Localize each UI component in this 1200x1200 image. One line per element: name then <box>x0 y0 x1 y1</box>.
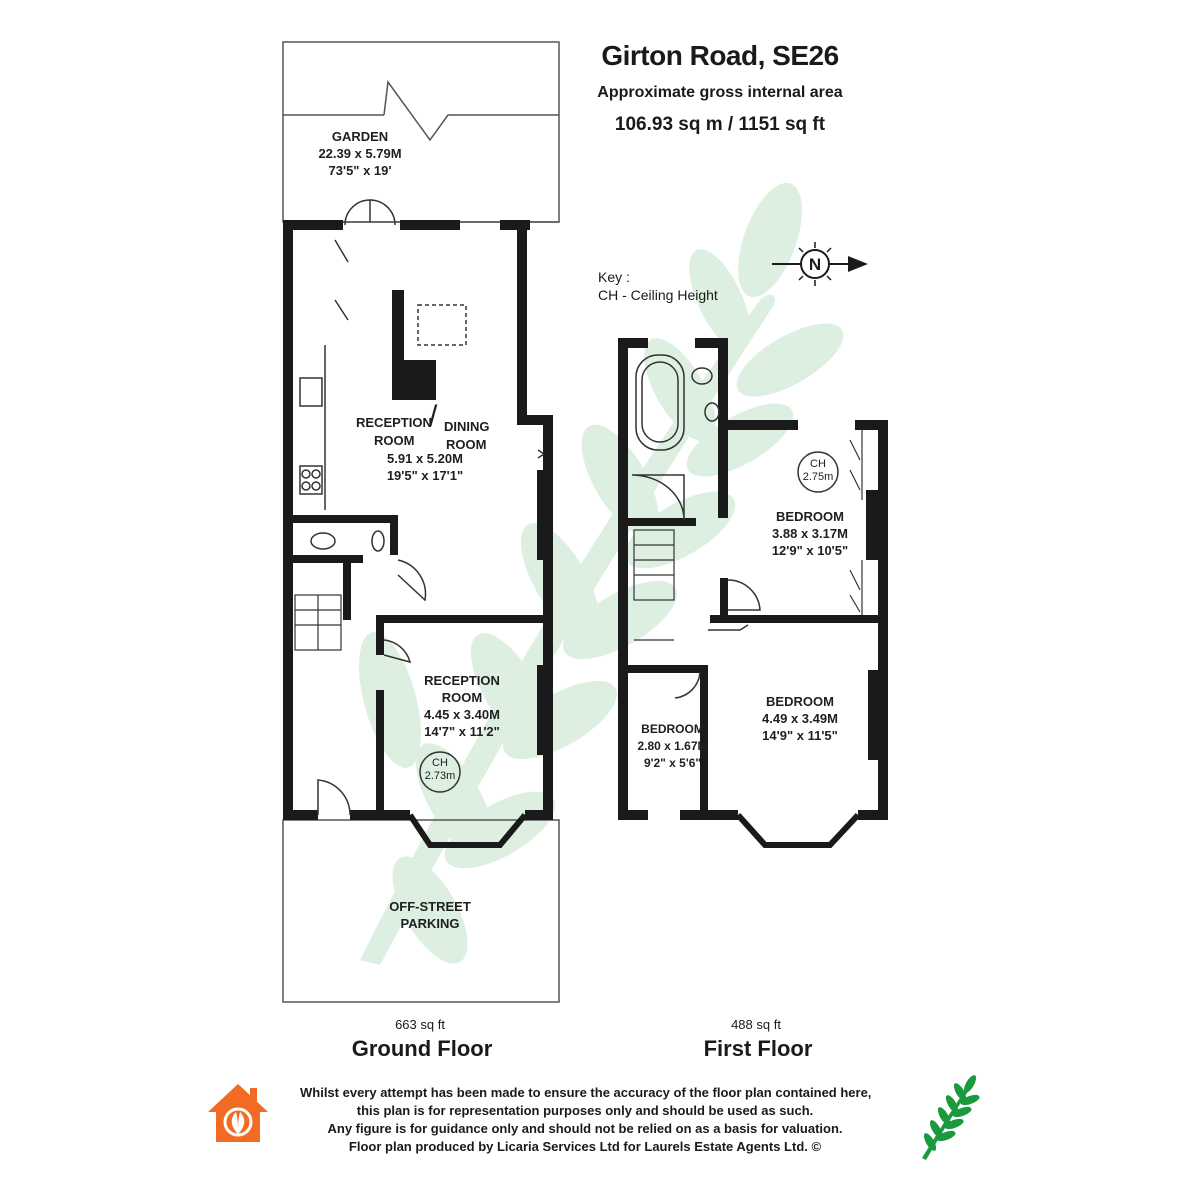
key-title: Key : <box>598 269 630 285</box>
bedroom-small-imperial: 9'2" x 5'6" <box>643 756 702 770</box>
rd-slash: / <box>429 400 438 433</box>
bedroom-front-label: BEDROOM 4.49 x 3.49M 14'9" x 11'5" <box>740 693 860 744</box>
disclaimer-line-1: Whilst every attempt has been made to en… <box>300 1085 872 1100</box>
kitchen-fixtures <box>299 199 467 510</box>
rd-imperial: 19'5" x 17'1" <box>386 468 464 483</box>
ground-stairs <box>294 594 342 651</box>
reception-label: RECEPTION ROOM 4.45 x 3.40M 14'7" x 11'2… <box>400 672 524 740</box>
reception-ch-label: CH <box>432 757 448 769</box>
area-subtitle: Approximate gross internal area <box>597 84 843 101</box>
parking-name-a: OFF-STREET <box>389 899 471 914</box>
bedroom-rear-ch-value: 2.75m <box>802 471 834 483</box>
reception-ch: CH 2.73m <box>410 757 470 783</box>
first-floor-area: 488 sq ft <box>731 1017 781 1032</box>
rd-metric: 5.91 x 5.20M <box>387 451 463 466</box>
disclaimer-line-2: this plan is for representation purposes… <box>356 1103 814 1118</box>
bedroom-rear-imperial: 12'9" x 10'5" <box>771 543 849 558</box>
first-doors <box>674 579 761 699</box>
ground-wc-fixtures <box>310 530 385 552</box>
bathroom-fixtures <box>631 354 720 521</box>
bedroom-small-name: BEDROOM <box>641 722 704 736</box>
garden-imperial: 73'5" x 19' <box>328 163 392 178</box>
bedroom-front-name: BEDROOM <box>766 694 834 709</box>
first-floor-name: First Floor <box>703 1036 813 1061</box>
bedroom-rear-ch: CH 2.75m <box>788 458 848 484</box>
ground-floor-walls <box>283 220 553 820</box>
key-ch: CH - Ceiling Height <box>598 287 718 303</box>
total-area: 106.93 sq m / 1151 sq ft <box>614 114 826 135</box>
reception-imperial: 14'7" x 11'2" <box>424 724 500 739</box>
disclaimer-line-4: Floor plan produced by Licaria Services … <box>348 1139 822 1154</box>
reception-ch-value: 2.73m <box>424 770 456 782</box>
reception-name-b: ROOM <box>441 690 483 705</box>
ground-floor-area: 663 sq ft <box>395 1017 445 1032</box>
bedroom-small-label: BEDROOM 2.80 x 1.67M 9'2" x 5'6" <box>625 721 720 772</box>
key-legend: Key : CH - Ceiling Height <box>598 268 718 304</box>
ground-doors <box>317 449 546 816</box>
parking-label: OFF-STREET PARKING <box>360 898 500 932</box>
disclaimer: Whilst every attempt has been made to en… <box>300 1084 872 1156</box>
rd-name-c: DINING <box>444 419 490 434</box>
rd-name-b: ROOM <box>374 433 415 448</box>
ground-ch-circle <box>419 751 461 793</box>
bedroom-rear-label: BEDROOM 3.88 x 3.17M 12'9" x 10'5" <box>750 508 870 559</box>
laurel-leaf-logo-icon <box>922 1075 980 1160</box>
bedroom-rear-ch-label: CH <box>810 458 826 470</box>
house-logo-icon <box>208 1084 268 1142</box>
reception-name-a: RECEPTION <box>424 673 500 688</box>
disclaimer-line-3: Any figure is for guidance only and shou… <box>327 1121 843 1136</box>
bedroom-front-imperial: 14'9" x 11'5" <box>762 728 838 743</box>
compass-n-label: N <box>809 255 821 274</box>
first-ch-circle <box>797 451 839 493</box>
garden-metric: 22.39 x 5.79M <box>318 146 402 161</box>
parking-name-b: PARKING <box>400 916 460 931</box>
compass-icon: N <box>772 242 868 286</box>
first-floor-walls <box>618 338 888 820</box>
bedroom-rear-metric: 3.88 x 3.17M <box>772 526 848 541</box>
bedroom-front-metric: 4.49 x 3.49M <box>762 711 838 726</box>
reception-dining-label: RECEPTION ROOM / DINING ROOM 5.91 x 5.20… <box>350 402 500 484</box>
kitchen-island <box>392 290 436 400</box>
bedroom-rear-name: BEDROOM <box>776 509 844 524</box>
reception-metric: 4.45 x 3.40M <box>424 707 500 722</box>
garden-label: GARDEN 22.39 x 5.79M 73'5" x 19' <box>300 128 420 179</box>
ground-floor-name: Ground Floor <box>351 1036 493 1061</box>
bedroom-small-metric: 2.80 x 1.67M <box>637 739 708 753</box>
page-title: Girton Road, SE26 <box>601 40 839 71</box>
rd-name-a: RECEPTION <box>356 415 432 430</box>
rd-name-d: ROOM <box>446 437 487 452</box>
garden-name: GARDEN <box>331 129 389 144</box>
parking-outline <box>282 819 560 1003</box>
first-wardrobes <box>849 430 863 615</box>
ground-bay-window <box>407 813 528 848</box>
first-bay-window <box>735 812 861 848</box>
first-stairs <box>633 529 675 641</box>
